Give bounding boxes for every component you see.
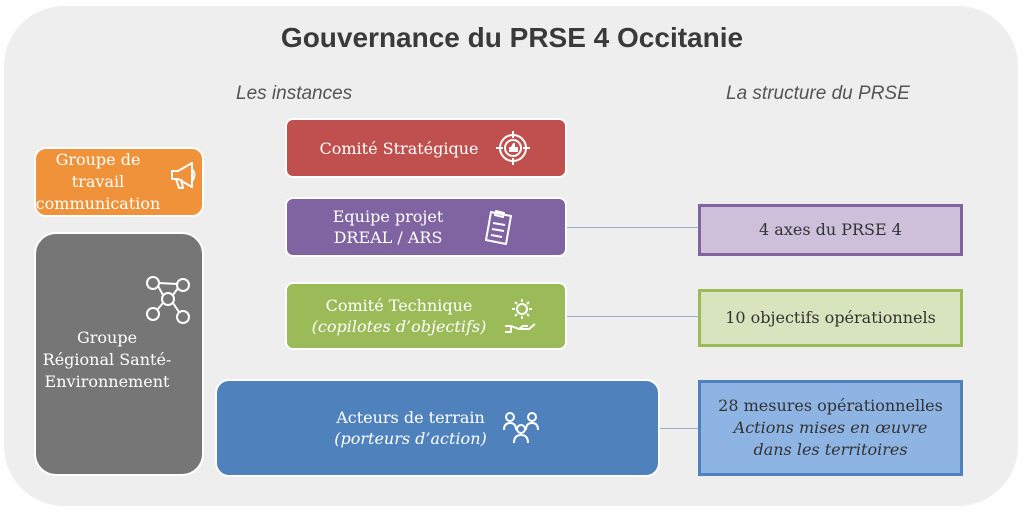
mesures-line-2: Actions mises en œuvre (733, 418, 928, 437)
equipe-projet-box: Equipe projet DREAL / ARS (285, 197, 567, 257)
group-grse-box: Groupe Régional Santé- Environnement (34, 232, 204, 476)
diagram-title: Gouvernance du PRSE 4 Occitanie (280, 22, 744, 53)
grse-line-2: Régional Santé- (42, 350, 172, 369)
objectifs-box: 10 objectifs opérationnels (698, 289, 963, 347)
comite-strategique-box: Comité Stratégique (285, 118, 567, 178)
clipboard-icon (479, 207, 519, 247)
acteurs-terrain-line-1: Acteurs de terrain (336, 408, 485, 427)
communication-line-1: Groupe de (55, 150, 141, 169)
axes-box: 4 axes du PRSE 4 (698, 204, 963, 256)
mesures-line-3: dans les territoires (753, 440, 908, 459)
axes-label: 4 axes du PRSE 4 (759, 220, 902, 239)
subhead-structure: La structure du PRSE (726, 83, 910, 104)
connector-equipe-axes (564, 227, 700, 228)
acteurs-terrain-box: Acteurs de terrain (porteurs d’action) (215, 379, 660, 477)
communication-line-2: travail (71, 172, 125, 191)
comite-technique-line-1: Comité Technique (325, 296, 473, 315)
equipe-projet-line-1: Equipe projet (332, 207, 444, 226)
subhead-instances: Les instances (236, 83, 353, 104)
megaphone-icon (166, 155, 202, 195)
objectifs-label: 10 objectifs opérationnels (725, 308, 936, 327)
comite-strategique-label: Comité Stratégique (319, 138, 479, 158)
target-icon (493, 128, 533, 168)
comite-technique-line-2: (copilotes d’objectifs) (311, 317, 487, 336)
communication-line-3: communication (35, 194, 161, 213)
gear-hand-icon (500, 296, 540, 336)
equipe-projet-line-2: DREAL / ARS (333, 228, 443, 247)
comite-technique-box: Comité Technique (copilotes d’objectifs) (285, 282, 567, 350)
acteurs-terrain-line-2: (porteurs d’action) (334, 429, 487, 448)
connector-technique-objectifs (566, 316, 700, 317)
mesures-line-1: 28 mesures opérationnelles (718, 396, 943, 415)
mesures-box: 28 mesures opérationnelles Actions mises… (698, 380, 963, 476)
connector-terrain-mesures (658, 428, 700, 429)
grse-line-3: Environnement (44, 372, 170, 391)
group-communication-box: Groupe de travail communication (34, 147, 204, 217)
grse-line-1: Groupe (76, 328, 138, 347)
people-icon (501, 408, 541, 448)
network-icon (144, 274, 192, 326)
